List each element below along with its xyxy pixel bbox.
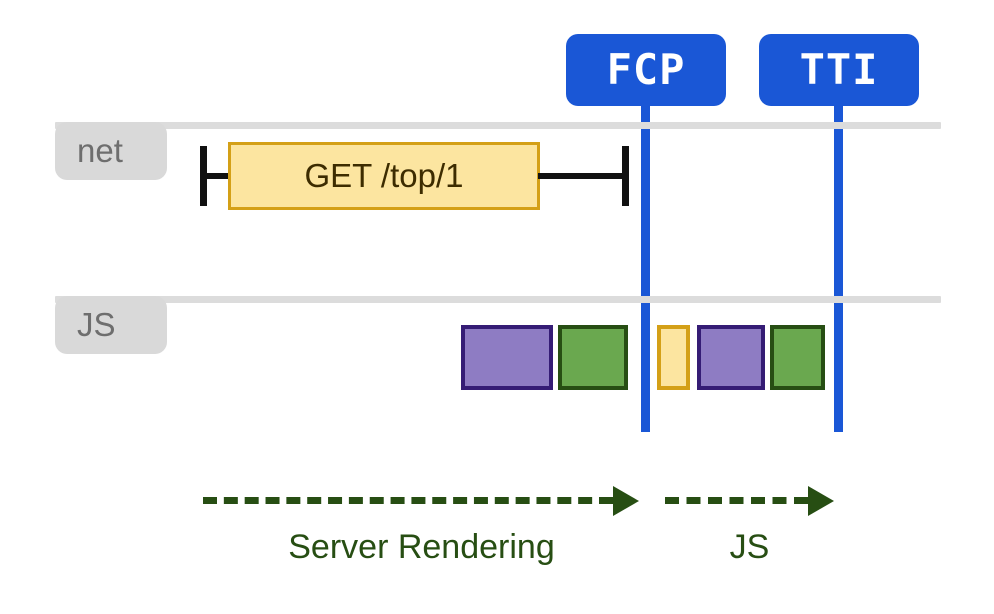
server-rendering-phase-label: Server Rendering bbox=[288, 528, 555, 566]
js-task-block[interactable] bbox=[558, 325, 628, 390]
js-task-block[interactable] bbox=[770, 325, 825, 390]
network-request-bar[interactable]: GET /top/1 bbox=[228, 142, 540, 210]
js-phase-arrow-line bbox=[665, 497, 808, 504]
net-track-label: net bbox=[77, 132, 123, 169]
fcp-marker-label: FCP bbox=[606, 45, 686, 94]
tti-marker-badge[interactable]: TTI bbox=[759, 34, 919, 106]
fcp-marker-badge[interactable]: FCP bbox=[566, 34, 726, 106]
js-task-block[interactable] bbox=[461, 325, 553, 390]
js-task-block[interactable] bbox=[697, 325, 765, 390]
tti-marker-label: TTI bbox=[799, 45, 879, 94]
request-end-whisker bbox=[622, 146, 629, 206]
network-request-label: GET /top/1 bbox=[304, 157, 464, 194]
js-track-line bbox=[55, 296, 941, 303]
js-task-block[interactable] bbox=[657, 325, 690, 390]
fcp-marker-line bbox=[641, 95, 650, 432]
net-track-line bbox=[55, 122, 941, 129]
js-track-label: JS bbox=[77, 306, 116, 343]
tti-marker-line bbox=[834, 95, 843, 432]
server-rendering-arrow-head bbox=[613, 486, 639, 516]
net-track-chip: net bbox=[55, 122, 167, 180]
js-phase-arrow-head bbox=[808, 486, 834, 516]
js-track-chip: JS bbox=[55, 296, 167, 354]
js-phase-label: JS bbox=[729, 528, 770, 566]
request-start-stem bbox=[200, 173, 232, 179]
server-rendering-arrow-line bbox=[203, 497, 613, 504]
request-end-stem bbox=[538, 173, 628, 179]
